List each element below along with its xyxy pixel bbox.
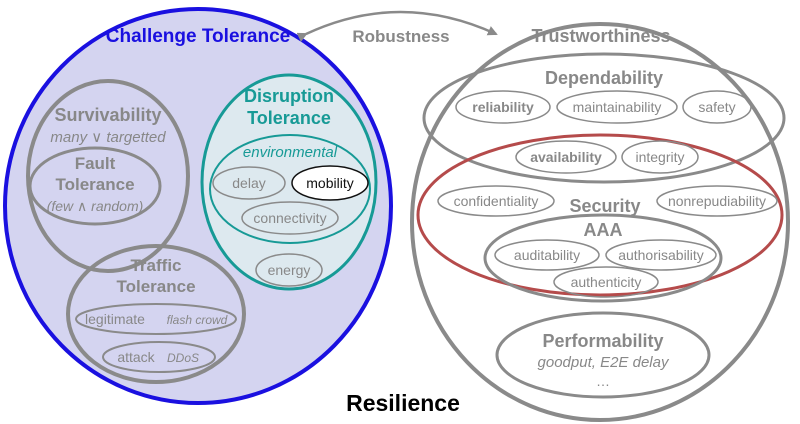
traffic-tolerance-title-line2: Tolerance	[116, 277, 195, 296]
attack-ellipse	[102, 341, 216, 373]
performability-subtitle: goodput, E2E delay	[538, 354, 670, 371]
reliability-ellipse	[455, 90, 551, 124]
nonrepudiability-ellipse	[656, 185, 778, 217]
security-title: Security	[569, 196, 640, 216]
performability-more: …	[596, 373, 610, 389]
performability-ellipse	[495, 311, 711, 399]
safety-ellipse	[682, 90, 752, 124]
ddos-label: DDoS	[167, 351, 199, 365]
survivability-subtitle: many ∨ targetted	[50, 129, 166, 146]
legitimate-label: legitimate	[85, 311, 145, 327]
security-ellipse	[416, 133, 784, 297]
mobility-ellipse	[291, 165, 369, 201]
traffic-tolerance-title-line1: Traffic	[130, 256, 181, 275]
confidentiality-label: confidentiality	[454, 193, 539, 209]
safety-label: safety	[698, 99, 735, 115]
connectivity-label: connectivity	[253, 210, 326, 226]
confidentiality-ellipse	[437, 185, 555, 217]
auditability-ellipse	[494, 239, 600, 271]
connectivity-ellipse	[241, 201, 339, 235]
disruption-tolerance-title-line1: Disruption	[244, 86, 334, 106]
challenge-tolerance-title: Challenge Tolerance	[106, 26, 290, 47]
environmental-label: environmental	[243, 144, 338, 161]
integrity-label: integrity	[635, 149, 684, 165]
delay-ellipse	[212, 166, 286, 200]
aaa-title: AAA	[584, 220, 623, 240]
robustness-arrow	[296, 10, 498, 42]
performability-title: Performability	[542, 331, 663, 351]
availability-label: availability	[530, 149, 602, 165]
mobility-label: mobility	[306, 175, 353, 191]
resilience-title: Resilience	[346, 390, 460, 416]
fault-tolerance-ellipse	[28, 146, 162, 226]
aaa-ellipse	[483, 213, 723, 303]
maintainability-ellipse	[556, 90, 678, 124]
dependability-title: Dependability	[545, 68, 663, 88]
trustworthiness-ellipse	[410, 22, 790, 422]
maintainability-label: maintainability	[573, 99, 662, 115]
availability-ellipse	[515, 140, 617, 174]
trustworthiness-title: Trustworthiness	[531, 26, 670, 46]
disruption-tolerance-title-line2: Tolerance	[247, 108, 331, 128]
authenticity-label: authenticity	[571, 274, 642, 290]
traffic-tolerance-ellipse	[66, 244, 246, 384]
fault-tolerance-title-line1: Fault	[75, 154, 116, 173]
nonrepudiability-label: nonrepudiability	[668, 193, 766, 209]
robustness-label: Robustness	[352, 27, 449, 46]
environmental-ellipse	[209, 134, 371, 244]
survivability-ellipse	[26, 79, 190, 273]
energy-label: energy	[268, 262, 311, 278]
reliability-label: reliability	[472, 99, 534, 115]
authenticity-ellipse	[553, 266, 659, 298]
energy-ellipse	[255, 253, 323, 287]
authorisability-ellipse	[605, 239, 717, 271]
auditability-label: auditability	[514, 247, 580, 263]
flash-crowd-label: flash crowd	[167, 313, 228, 327]
survivability-title: Survivability	[54, 105, 161, 125]
authorisability-label: authorisability	[618, 247, 704, 263]
attack-label: attack	[117, 349, 155, 365]
legitimate-ellipse	[75, 303, 237, 335]
fault-tolerance-title-line2: Tolerance	[55, 175, 134, 194]
fault-tolerance-subtitle: (few ∧ random)	[47, 198, 144, 214]
integrity-ellipse	[621, 140, 699, 174]
delay-label: delay	[232, 175, 265, 191]
dependability-ellipse	[422, 52, 786, 184]
